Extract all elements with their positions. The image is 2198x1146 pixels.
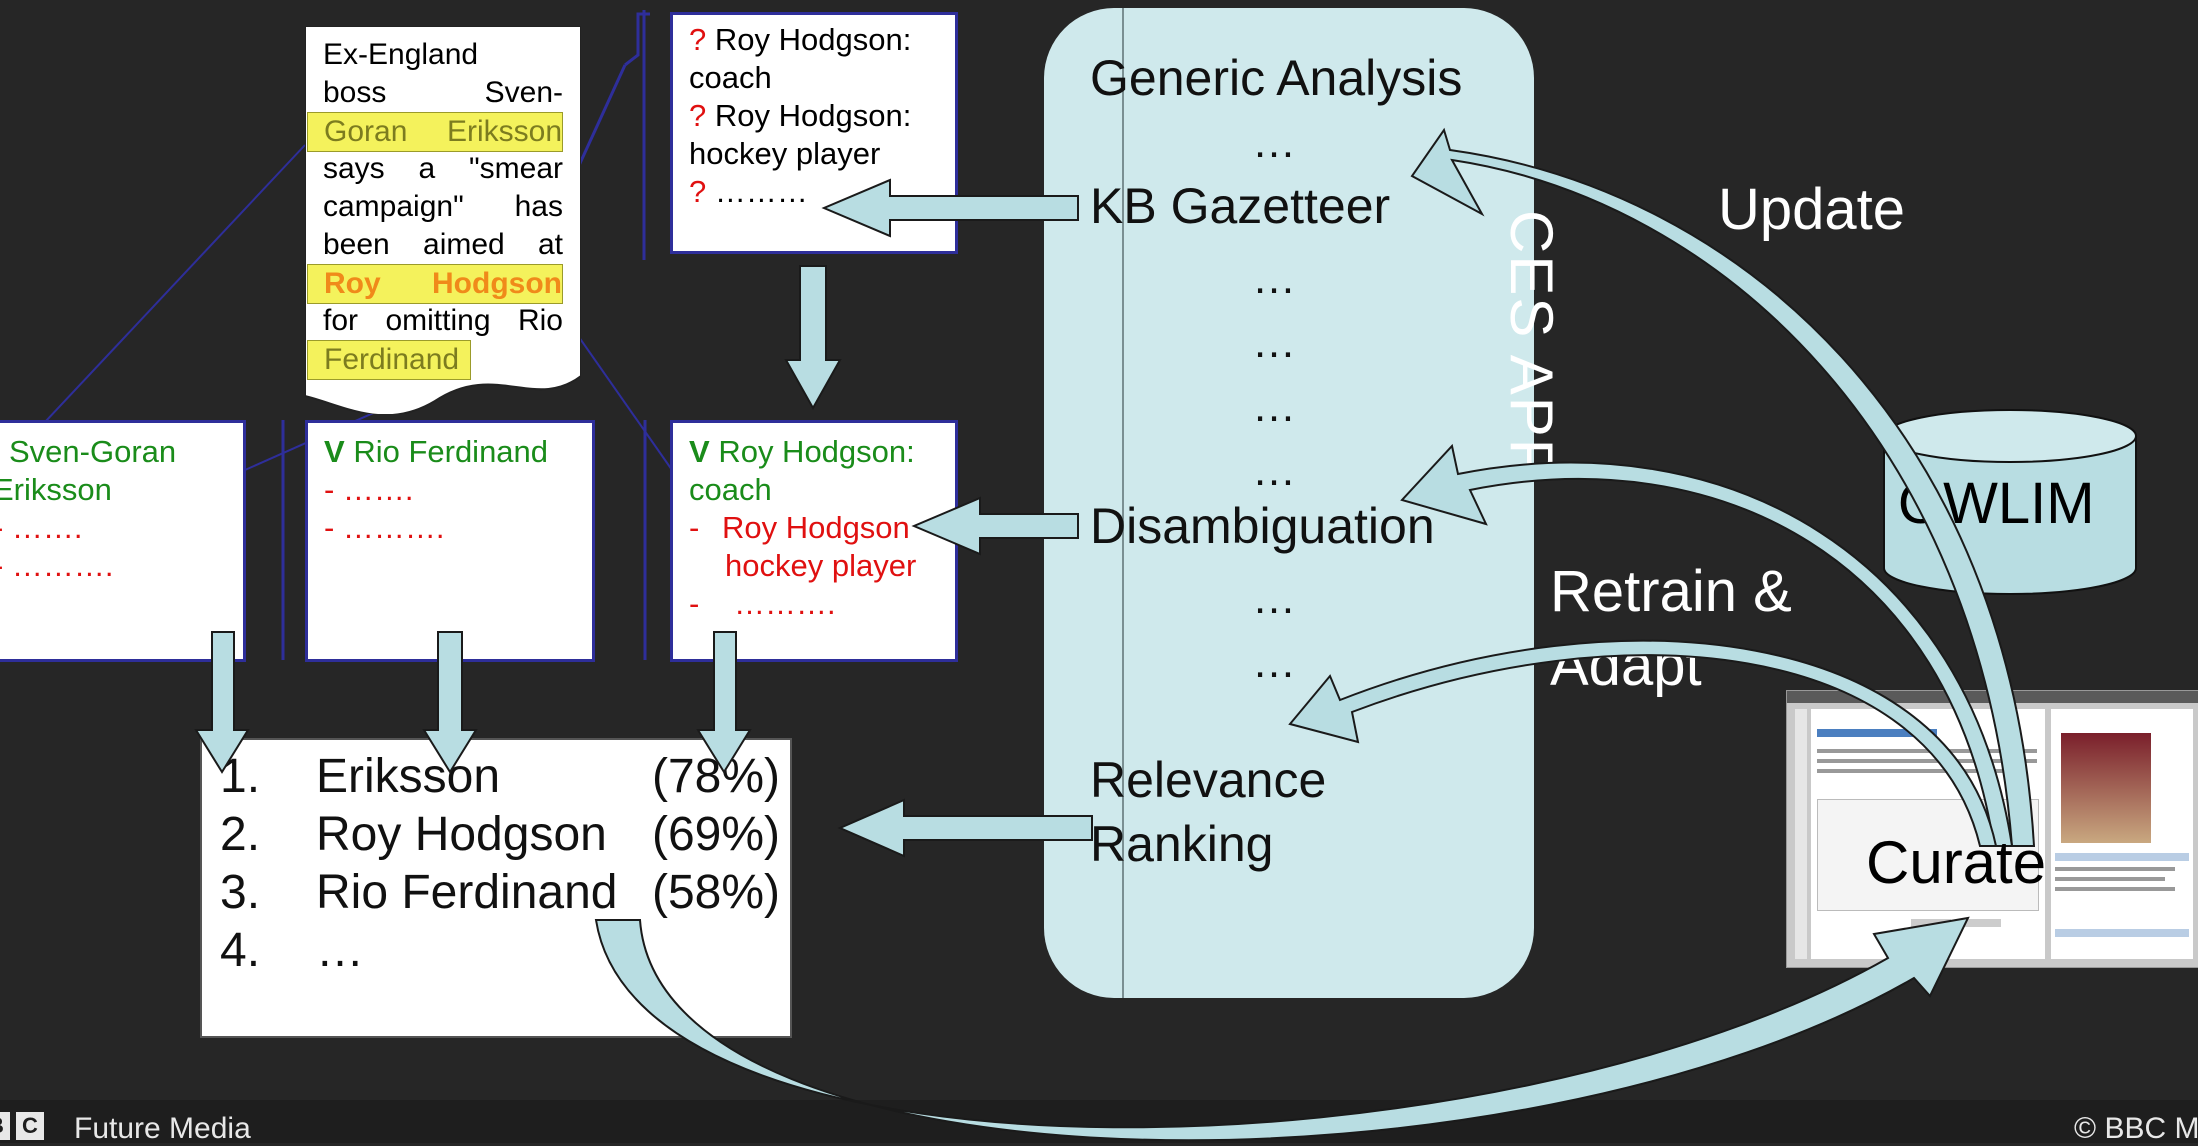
resolved-rio-item-2: - ………. [324, 510, 445, 545]
article-line-9-text: Ferdinand [324, 343, 460, 376]
ranking-row-3-name: Rio Ferdinand [316, 866, 618, 919]
ranking-row-1-percent: (78%) [652, 750, 781, 803]
candidates-box: ? Roy Hodgson: coach ? Roy Hodgson: hock… [670, 12, 958, 254]
footer-copyright: © BBC M [2074, 1112, 2198, 1145]
step-dots-3: … [1252, 318, 1296, 367]
article-box: Ex-England boss Sven- Goran Eriksson say… [305, 26, 581, 414]
article-line-6: been aimed at [323, 226, 563, 264]
article-line-4-text: says a "smear [323, 152, 563, 185]
candidate-1-line-1: Roy Hodgson: [714, 22, 912, 57]
retrain-label-2: Adapt [1550, 633, 1702, 698]
article-line-5: campaign" has [323, 188, 563, 226]
update-label: Update [1718, 177, 1906, 242]
ranking-row-4-name: … [316, 924, 364, 977]
bbc-logo: B C [0, 1112, 44, 1140]
step-disambiguation: Disambiguation [1090, 498, 1435, 554]
thumb-profile [2051, 709, 2193, 959]
article-line-6-text: been aimed at [323, 228, 563, 261]
step-relevance: Relevance [1090, 752, 1327, 808]
resolved-roy-dash-2: - [689, 586, 700, 621]
connector-bracket [624, 12, 650, 67]
resolved-sven-line-2: Eriksson [0, 472, 112, 507]
article-line-5-text: campaign" has [323, 190, 563, 223]
article-line-8: for omitting Rio [323, 302, 563, 340]
retrain-label-1: Retrain & [1550, 559, 1792, 624]
step-dots-4: … [1252, 382, 1296, 431]
step-dots-2: … [1252, 254, 1296, 303]
article-line-7-text: Roy Hodgson [324, 267, 562, 300]
resolved-rio-box: V Rio Ferdinand - ……. - ………. [305, 420, 595, 662]
ranking-row-2-percent: (69%) [652, 808, 781, 861]
article-line-2-text: boss Sven- [323, 76, 563, 109]
resolved-roy-item-1-line-1: Roy Hodgson [721, 510, 910, 545]
step-dots-1: … [1252, 118, 1296, 167]
bbc-logo-letter-2: C [16, 1112, 44, 1140]
ranking-row-1-number: 1. [220, 750, 261, 803]
resolved-roy-item-2: ………. [733, 586, 836, 621]
step-dots-7: … [1252, 638, 1296, 687]
ranking-row-1-name: Eriksson [316, 750, 501, 803]
candidate-1[interactable]: ? Roy Hodgson: coach [689, 21, 911, 97]
article-line-7-highlight[interactable]: Roy Hodgson [307, 264, 563, 304]
candidate-1-mark: ? [689, 22, 707, 57]
resolved-roy-mark: V [689, 434, 710, 469]
ranking-row-3-percent: (58%) [652, 866, 781, 919]
resolved-rio-title: Rio Ferdinand [353, 434, 549, 469]
article-line-8-text: for omitting Rio [323, 304, 563, 337]
resolved-rio-mark: V [324, 434, 345, 469]
ranking-row-2-number: 2. [220, 808, 261, 861]
candidate-2-mark: ? [689, 98, 707, 133]
owlim-label: OWLIM [1898, 471, 2095, 536]
step-ranking: Ranking [1090, 816, 1274, 872]
article-line-3-highlight[interactable]: Goran Eriksson [307, 112, 563, 152]
article-line-1: Ex-England [323, 38, 479, 71]
candidate-3[interactable]: ? ……… [689, 173, 808, 211]
resolved-sven-line-1: Sven-Goran [9, 434, 177, 469]
thumb-toolbar [1787, 691, 2198, 703]
curate-label: Curate [1866, 829, 2047, 896]
step-dots-5: … [1252, 446, 1296, 495]
ranking-box: 1. Eriksson (78%) 2. Roy Hodgson (69%) 3… [200, 738, 792, 1038]
resolved-roy-item-1-line-2: hockey player [725, 548, 917, 583]
candidate-2[interactable]: ? Roy Hodgson: hockey player [689, 97, 911, 173]
candidate-3-mark: ? [689, 174, 707, 209]
footer-bar [0, 1100, 2198, 1143]
step-generic-analysis: Generic Analysis [1090, 50, 1463, 106]
connector-sven [0, 144, 306, 471]
ranking-row-4-number: 4. [220, 924, 261, 977]
ranking-row-2-name: Roy Hodgson [316, 808, 607, 861]
services-label: CES APP [1498, 210, 1565, 481]
footer-brand: Future Media [74, 1112, 251, 1145]
pipeline-panel-divider [1122, 8, 1124, 998]
article-line-3-text: Goran Eriksson [324, 115, 562, 148]
owlim-database: OWLIM [1882, 408, 2138, 596]
resolved-roy-box: V Roy Hodgson: coach - Roy Hodgson hocke… [670, 420, 958, 662]
candidate-2-line-2: hockey player [689, 136, 881, 171]
step-dots-6: … [1252, 574, 1296, 623]
resolved-rio-item-1: - ……. [324, 472, 414, 507]
candidate-2-line-1: Roy Hodgson: [714, 98, 912, 133]
resolved-roy-line-1: Roy Hodgson: [718, 434, 915, 469]
resolved-roy-dash-1: - [689, 510, 700, 545]
step-kb-gazetteer: KB Gazetteer [1090, 178, 1391, 234]
resolved-sven-box: Sven-Goran Eriksson - ……. - ………. [0, 420, 246, 662]
resolved-sven-item-1: - ……. [0, 510, 83, 545]
thumb-sidebar [1795, 709, 1807, 959]
article-line-4: says a "smear [323, 150, 563, 188]
bbc-logo-letter-1: B [0, 1112, 10, 1140]
article-line-2: boss Sven- [323, 74, 563, 112]
resolved-roy-line-2: coach [689, 472, 772, 507]
candidate-1-line-2: coach [689, 60, 772, 95]
resolved-sven-item-2: - ………. [0, 548, 114, 583]
ranking-row-3-number: 3. [220, 866, 261, 919]
article-line-9-highlight[interactable]: Ferdinand [307, 340, 471, 380]
candidate-3-text: ……… [706, 174, 808, 209]
